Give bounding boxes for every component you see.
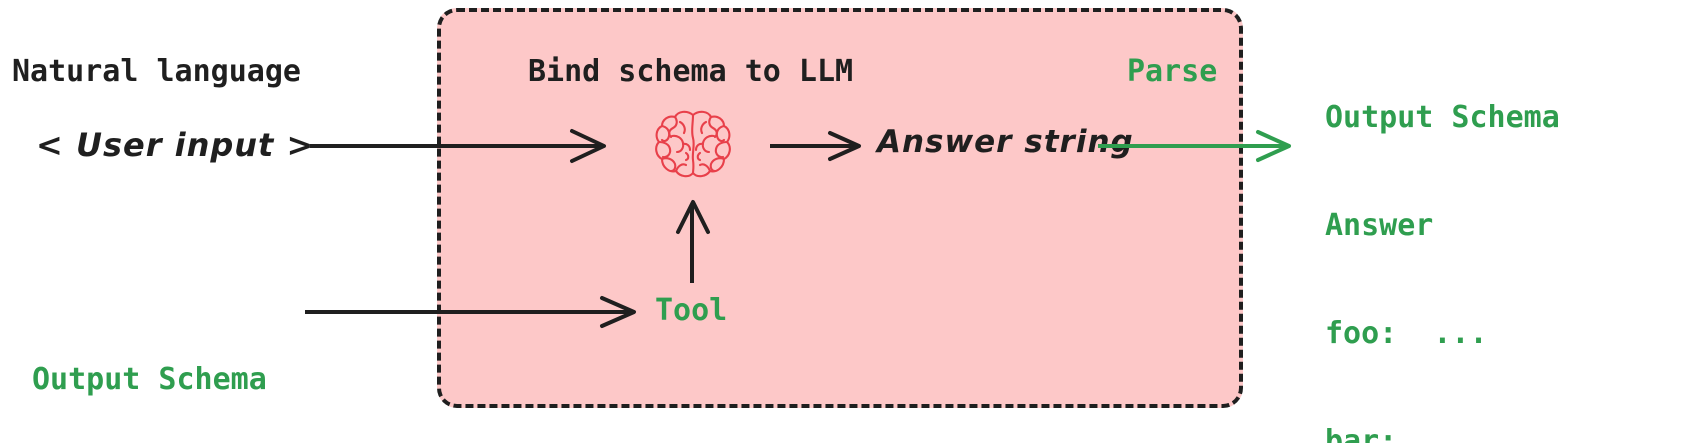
output-schema-field-foo: foo: ...	[1325, 316, 1488, 351]
output-schema-title: Output Schema	[1325, 100, 1560, 135]
parse-label: Parse	[1127, 54, 1218, 89]
input-output-schema-block: Output Schema foo: ... bar: ...	[32, 290, 267, 443]
answer-string-label: Answer string	[877, 124, 1134, 160]
tool-label: Tool	[655, 293, 728, 328]
user-input-label: < User input >	[36, 126, 315, 164]
input-schema-title: Output Schema	[32, 362, 267, 397]
output-schema-answer: Answer	[1325, 208, 1434, 243]
llm-panel	[437, 8, 1243, 408]
natural-language-heading: Natural language	[12, 54, 301, 89]
brain-icon	[650, 108, 736, 182]
bind-schema-heading: Bind schema to LLM	[528, 54, 854, 89]
output-schema-block: Output Schema Answer foo: ... bar: ...	[1325, 28, 1560, 443]
output-schema-field-bar: bar: ...	[1325, 424, 1488, 443]
